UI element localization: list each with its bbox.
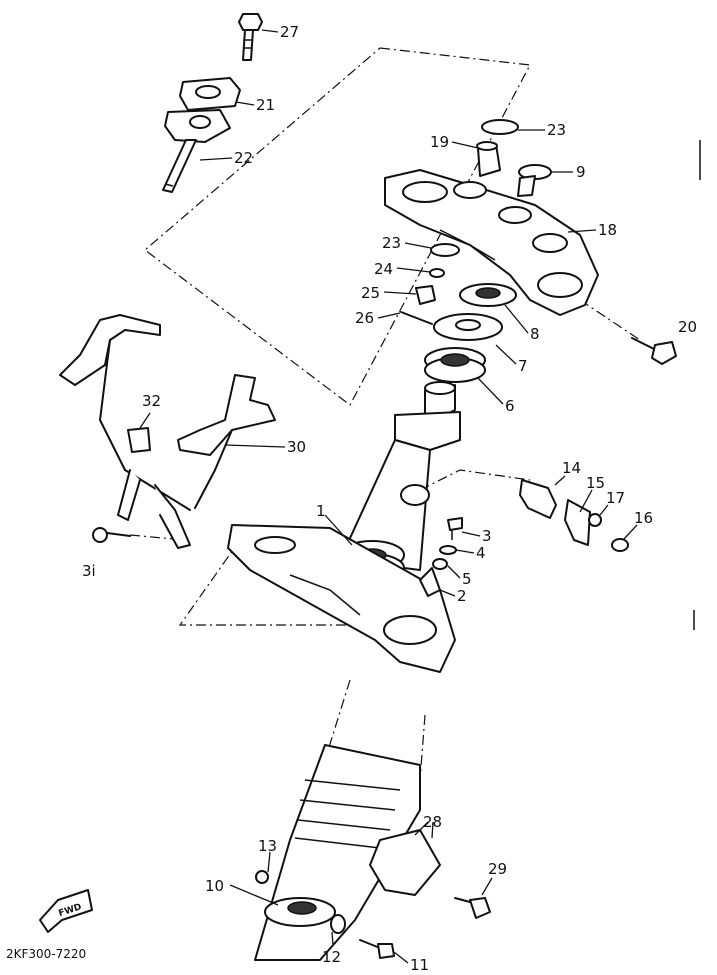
headlight-stay-left bbox=[59, 314, 191, 549]
collar-19 bbox=[476, 141, 501, 177]
ring-nut-8 bbox=[459, 283, 517, 307]
washer-17 bbox=[588, 513, 602, 527]
callout-19: 19 bbox=[430, 133, 449, 151]
front-fork-tube bbox=[254, 679, 491, 961]
callout-31: 3i bbox=[82, 562, 96, 580]
under-bracket bbox=[227, 524, 456, 673]
lower-holder-22 bbox=[162, 109, 231, 193]
fwd-arrow-icon: FWD bbox=[39, 889, 93, 933]
washer-12 bbox=[330, 914, 346, 934]
callout-1: 1 bbox=[316, 502, 326, 520]
callout-30: 30 bbox=[287, 438, 306, 456]
callout-24: 24 bbox=[374, 260, 393, 278]
callout-15: 15 bbox=[586, 474, 605, 492]
callout-8: 8 bbox=[530, 325, 540, 343]
holder-14 bbox=[519, 479, 557, 519]
leader-lines bbox=[139, 29, 638, 964]
callout-4: 4 bbox=[476, 544, 486, 562]
pinch-bolt-20 bbox=[631, 337, 677, 365]
callout-25: 25 bbox=[361, 284, 380, 302]
fork-clamp-28 bbox=[369, 829, 441, 896]
washer-23-upper bbox=[481, 119, 519, 135]
headlight-stay-30 bbox=[177, 374, 276, 509]
callout-10: 10 bbox=[205, 877, 224, 895]
bearing-6 bbox=[424, 347, 486, 383]
callout-23-lower: 23 bbox=[382, 234, 401, 252]
callout-11: 11 bbox=[410, 956, 429, 974]
hose-holder-parts bbox=[519, 479, 629, 552]
reference-code: 2KF300-7220 bbox=[6, 947, 86, 961]
washer-7 bbox=[433, 313, 503, 341]
washer-23-lower bbox=[430, 243, 460, 257]
steering-stem-assembly bbox=[227, 381, 463, 673]
bolt-9 bbox=[517, 164, 552, 197]
bolt-29 bbox=[454, 897, 491, 919]
callout-2: 2 bbox=[457, 587, 467, 605]
callout-7: 7 bbox=[518, 357, 528, 375]
callout-32: 32 bbox=[142, 392, 161, 410]
headlight-stay-assembly bbox=[59, 314, 276, 549]
cap-16 bbox=[611, 538, 629, 552]
callout-27: 27 bbox=[280, 23, 299, 41]
callout-16: 16 bbox=[634, 509, 653, 527]
callout-28: 28 bbox=[423, 813, 442, 831]
bolt-31 bbox=[92, 527, 131, 543]
plate-15 bbox=[564, 499, 591, 546]
upper-bracket-assembly bbox=[384, 119, 677, 383]
nut-25 bbox=[415, 285, 436, 305]
washer-13 bbox=[255, 870, 269, 884]
handlebar-holder-assembly bbox=[162, 13, 263, 193]
callout-23-upper: 23 bbox=[547, 121, 566, 139]
callout-29: 29 bbox=[488, 860, 507, 878]
callout-18: 18 bbox=[598, 221, 617, 239]
small-parts-2-3-4-5 bbox=[419, 517, 463, 597]
callout-6: 6 bbox=[505, 397, 515, 415]
stem-lug bbox=[400, 484, 430, 506]
callout-12: 12 bbox=[322, 948, 341, 966]
washer-24 bbox=[429, 268, 445, 278]
scan-artifacts bbox=[693, 140, 701, 630]
callout-13: 13 bbox=[258, 837, 277, 855]
clamp-10 bbox=[264, 897, 336, 927]
callout-5: 5 bbox=[462, 570, 472, 588]
callout-17: 17 bbox=[606, 489, 625, 507]
pin-26 bbox=[400, 311, 433, 325]
callout-20: 20 bbox=[678, 318, 697, 336]
grommet-32 bbox=[127, 427, 151, 453]
callout-21: 21 bbox=[256, 96, 275, 114]
bolt-11 bbox=[359, 939, 395, 959]
callout-3: 3 bbox=[482, 527, 492, 545]
callout-14: 14 bbox=[562, 459, 581, 477]
bolt-27 bbox=[238, 13, 263, 61]
upper-holder-21 bbox=[179, 77, 241, 111]
callout-26: 26 bbox=[355, 309, 374, 327]
reference-lines bbox=[129, 47, 641, 626]
callout-22: 22 bbox=[234, 149, 253, 167]
steering-stem-column bbox=[339, 381, 461, 571]
callout-labels: 27 21 22 23 19 9 18 23 24 25 26 8 20 7 6… bbox=[82, 23, 697, 974]
upper-bracket-18 bbox=[384, 169, 599, 316]
callout-9: 9 bbox=[576, 163, 586, 181]
